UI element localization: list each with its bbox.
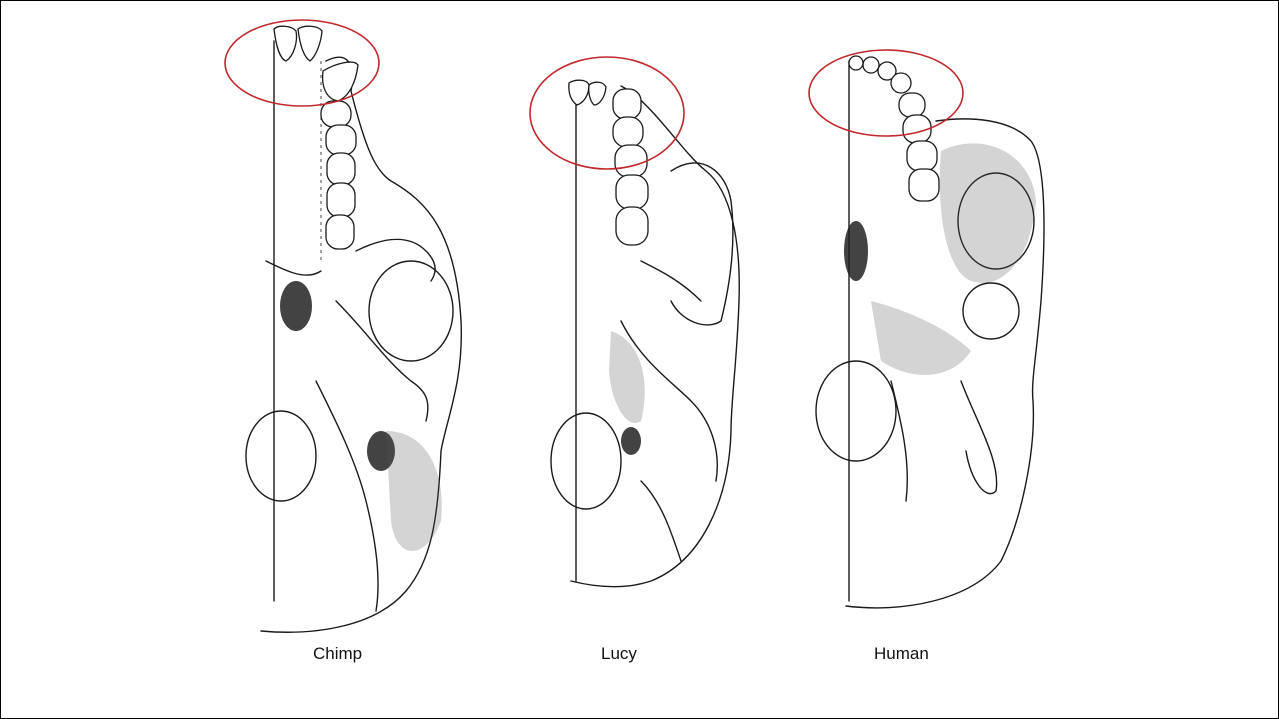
human-palate-figure <box>801 1 1056 616</box>
chimp-palate-figure <box>226 1 466 641</box>
chimp-palate-drawing <box>226 1 466 641</box>
lucy-highlight-ring <box>530 57 684 169</box>
human-palate-drawing <box>801 1 1056 616</box>
lucy-caption: Lucy <box>601 644 637 664</box>
chimp-caption: Chimp <box>313 644 362 664</box>
lucy-palate-drawing <box>531 1 761 601</box>
lucy-palate-figure <box>531 1 761 601</box>
human-caption: Human <box>874 644 929 664</box>
